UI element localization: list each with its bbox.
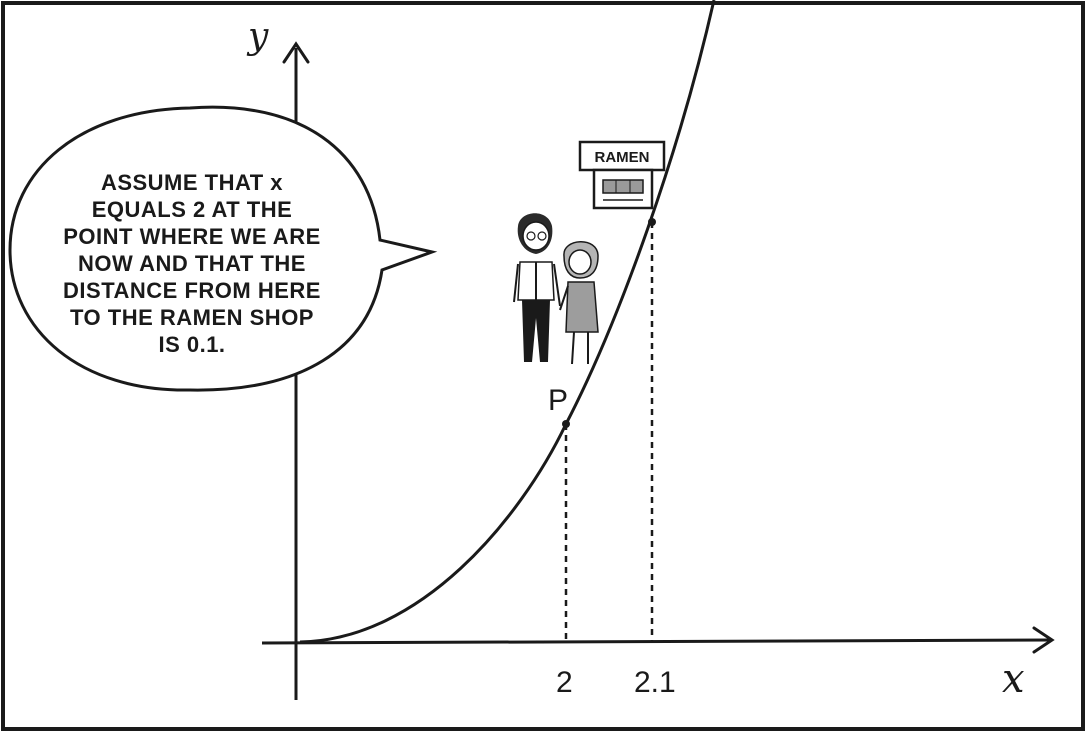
y-axis-label: y (246, 16, 269, 57)
speech-line-3: POINT WHERE WE ARE (63, 224, 321, 249)
speech-bubble: ASSUME THAT x EQUALS 2 AT THE POINT WHER… (10, 107, 432, 390)
ramen-sign-text: RAMEN (595, 149, 650, 166)
tick-label-2: 2 (556, 666, 573, 699)
speech-line-4: NOW AND THAT THE (78, 251, 306, 276)
woman-character (560, 242, 598, 364)
speech-line-1: ASSUME THAT x (101, 170, 283, 195)
point-p-label: P (548, 384, 568, 417)
man-character (514, 213, 560, 362)
ramen-window (603, 180, 643, 193)
point-ramen-marker (648, 218, 656, 226)
ramen-shop: RAMEN (580, 142, 664, 208)
speech-line-7: IS 0.1. (158, 332, 225, 357)
x-axis-label: x (1002, 656, 1025, 702)
speech-line-6: TO THE RAMEN SHOP (70, 305, 314, 330)
tick-label-2-1: 2.1 (634, 666, 676, 699)
point-p-marker (562, 420, 570, 428)
speech-line-5: DISTANCE FROM HERE (63, 278, 321, 303)
speech-line-2: EQUALS 2 AT THE (92, 197, 293, 222)
